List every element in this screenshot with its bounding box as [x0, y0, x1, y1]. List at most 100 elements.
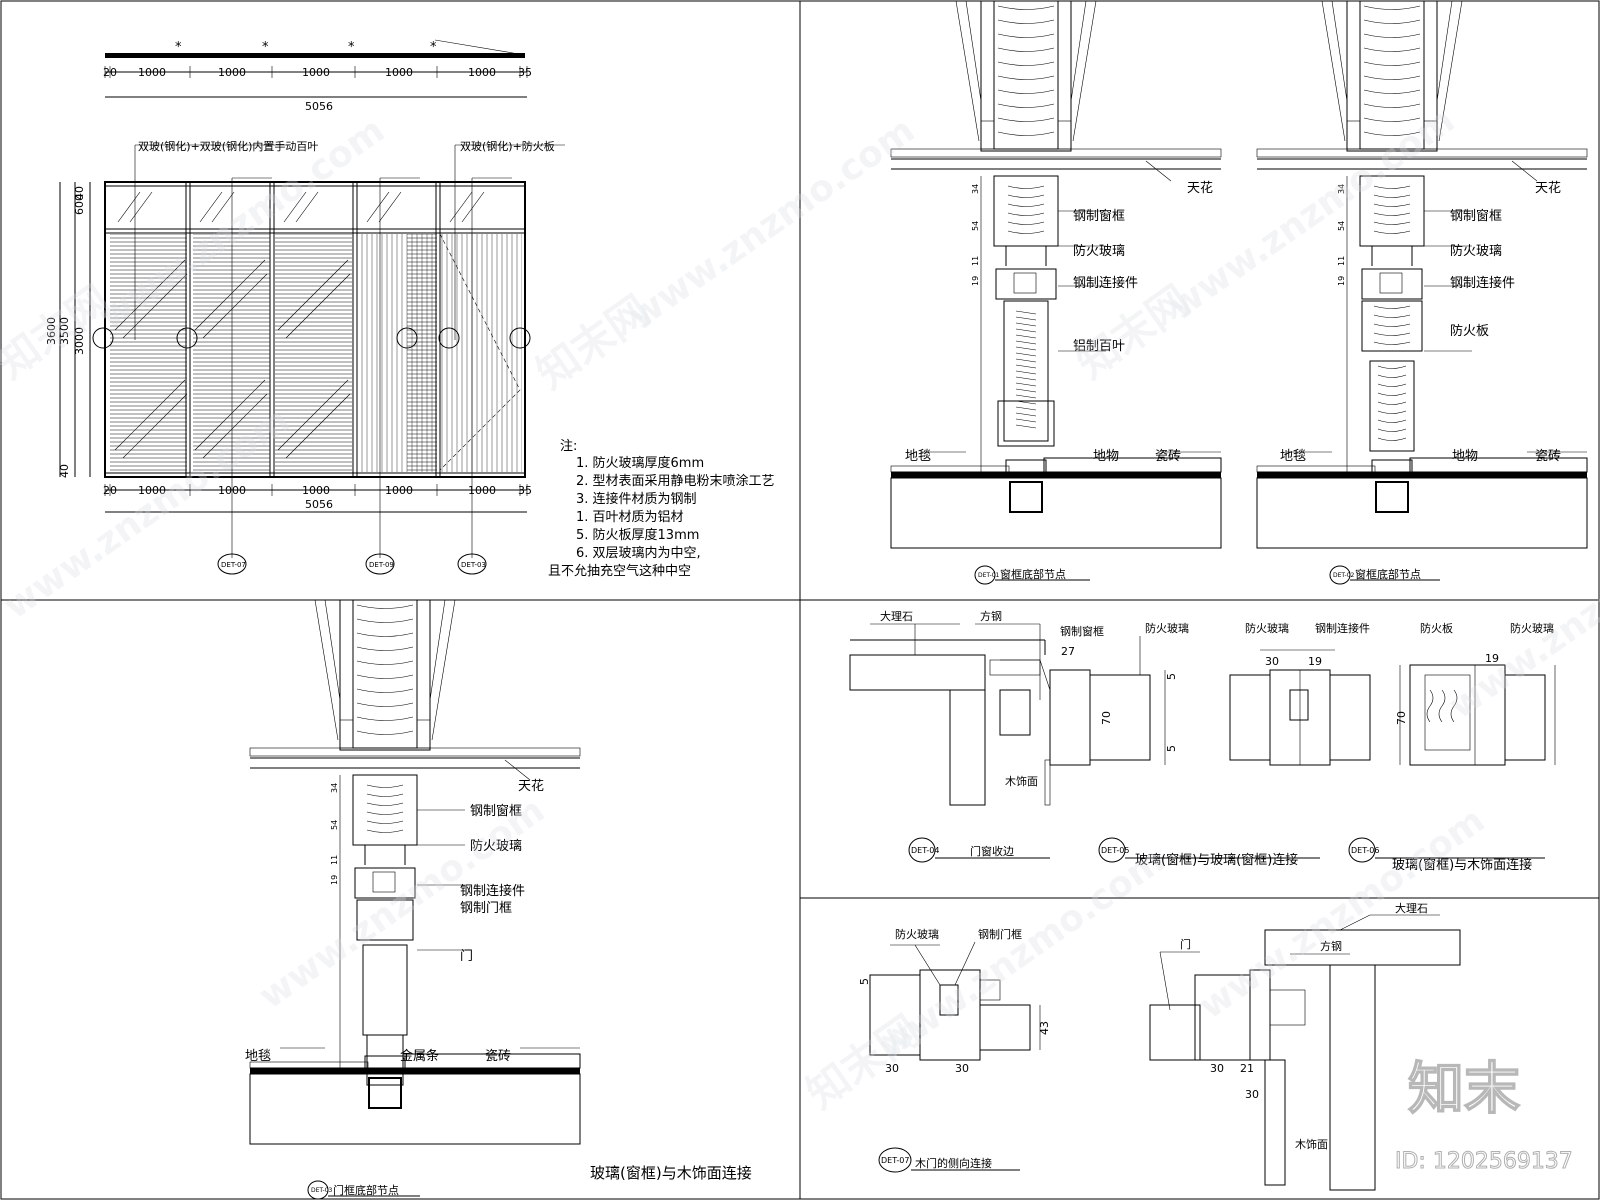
label-s3-doorframe: 钢制门框 — [460, 901, 512, 916]
glass-reflection — [194, 259, 266, 331]
section-rect — [1375, 481, 1409, 513]
section-line — [429, 599, 446, 701]
label-s2-glass: 防火玻璃 — [1450, 243, 1502, 259]
glass-hatch — [129, 191, 153, 223]
insulation-wave — [1363, 75, 1421, 80]
glass-hatch — [283, 191, 307, 223]
dim-value: 54 — [1337, 221, 1346, 231]
section-rect — [1009, 481, 1043, 513]
section-rect — [1005, 459, 1047, 479]
label-d6-fireboard: 防火板 — [1420, 621, 1453, 635]
svg-text:*: * — [348, 40, 355, 55]
insulation-wave — [997, 33, 1055, 38]
label-s1-frame: 钢制窗框 — [1073, 208, 1125, 224]
insulation-wave — [1007, 212, 1045, 216]
insulation-wave — [356, 632, 414, 637]
glass-reflection — [202, 273, 268, 339]
insulation-wave — [356, 702, 414, 707]
dim-d4-5a: 5 — [1165, 673, 1178, 680]
dim-d7-30c: 30 — [1210, 1062, 1224, 1075]
dim-d5-19: 19 — [1308, 655, 1322, 668]
dim-left-3500: 3500 — [58, 317, 71, 345]
glass-reflection — [202, 393, 268, 459]
section-rect — [372, 871, 396, 893]
caption-bottom-left: 玻璃(窗框)与木饰面连接 — [590, 1164, 752, 1182]
insulation-wave — [1377, 374, 1407, 378]
section-rect — [890, 465, 1010, 473]
section-line — [1015, 370, 1037, 375]
section-line — [314, 599, 339, 741]
insulation-wave — [1373, 230, 1411, 234]
section-rect — [1256, 148, 1588, 158]
detail-07: 防火玻璃 钢制门框 30 30 43 5 大理石 方钢 门 木饰面 30 21 … — [858, 901, 1461, 1191]
logo-text: 知末 — [1408, 1057, 1520, 1122]
section-marker-bubble — [438, 327, 460, 349]
section-labels: 钢制窗框 防火玻璃 钢制连接件 铝制百叶 天花 地毯 地物 瓷砖 钢制窗框 防火… — [245, 180, 1561, 1064]
section-marker-bubble — [396, 327, 418, 349]
dim-value: 54 — [330, 820, 339, 830]
caption-det06-tag: DET-06 — [1351, 846, 1379, 855]
wm-site-7: www.znzmo.com — [1192, 800, 1493, 1028]
insulation-wave — [997, 75, 1055, 80]
dim-left-3000: 3000 — [73, 327, 86, 355]
insulation-wave — [1377, 419, 1407, 423]
label-s3-strip: 金属条 — [400, 1048, 439, 1064]
dim-top-1: 1000 — [138, 66, 166, 79]
caption-det04-tag: DET-04 — [911, 846, 939, 855]
wm-site-6: www.znzmo.com — [872, 840, 1173, 1068]
dim-d7-21: 21 — [1240, 1062, 1254, 1075]
insulation-wave — [997, 103, 1055, 108]
section-line — [1145, 160, 1172, 182]
section-line — [431, 599, 456, 741]
glass-hatch — [117, 191, 141, 223]
section-line — [1015, 364, 1037, 369]
insulation-wave — [366, 793, 404, 797]
insulation-wave — [366, 820, 404, 824]
section-rect — [339, 719, 354, 749]
label-s3-frame: 钢制窗框 — [470, 803, 522, 819]
glass-hatch — [449, 191, 473, 223]
label-s1-tile: 瓷砖 — [1155, 449, 1181, 464]
section-rect — [1013, 272, 1037, 294]
insulation-wave — [997, 61, 1055, 66]
insulation-wave — [1363, 89, 1421, 94]
label-d4-glass: 防火玻璃 — [1145, 621, 1189, 635]
section-line — [1015, 358, 1037, 363]
insulation-wave — [1373, 305, 1411, 309]
insulation-wave — [1363, 47, 1421, 52]
insulation-wave — [1363, 131, 1421, 136]
section-rect — [1256, 465, 1376, 473]
section-marker-bubble — [92, 327, 114, 349]
callout-bubble — [365, 553, 395, 575]
glass-reflection — [194, 379, 266, 451]
glass-hatch — [461, 191, 485, 223]
insulation-wave — [997, 5, 1055, 10]
insulation-wave — [356, 604, 414, 609]
section-marker-bubble — [509, 327, 531, 349]
elev-note-a: 双玻(钢化)+双玻(钢化)内置手动百叶 — [138, 139, 318, 153]
label-s2-connector: 钢制连接件 — [1450, 275, 1515, 291]
section-line — [1436, 0, 1453, 102]
section-line — [1331, 0, 1348, 102]
section-line — [1015, 388, 1037, 393]
dim-edge-left: 20 — [103, 66, 117, 79]
insulation-wave — [997, 131, 1055, 136]
section-rect — [362, 944, 408, 1036]
section-rect — [249, 1073, 581, 1145]
label-s3-connector: 钢制连接件 — [460, 883, 525, 899]
insulation-wave — [366, 811, 404, 815]
insulation-wave — [366, 802, 404, 806]
insulation-wave — [356, 660, 414, 665]
wm-site-2: www.znzmo.com — [622, 110, 923, 338]
label-s2-threshold: 地物 — [1452, 449, 1478, 464]
dim-d7-30a: 30 — [885, 1062, 899, 1075]
insulation-wave — [1377, 383, 1407, 387]
section-line — [504, 759, 531, 781]
dim-bot-5: 1000 — [468, 484, 496, 497]
caption-det05-tag: DET-05 — [1101, 846, 1129, 855]
caption-det04-title: 门窗收边 — [970, 844, 1014, 858]
label-d7-door: 门 — [1180, 937, 1191, 951]
section-rect — [364, 1055, 406, 1075]
